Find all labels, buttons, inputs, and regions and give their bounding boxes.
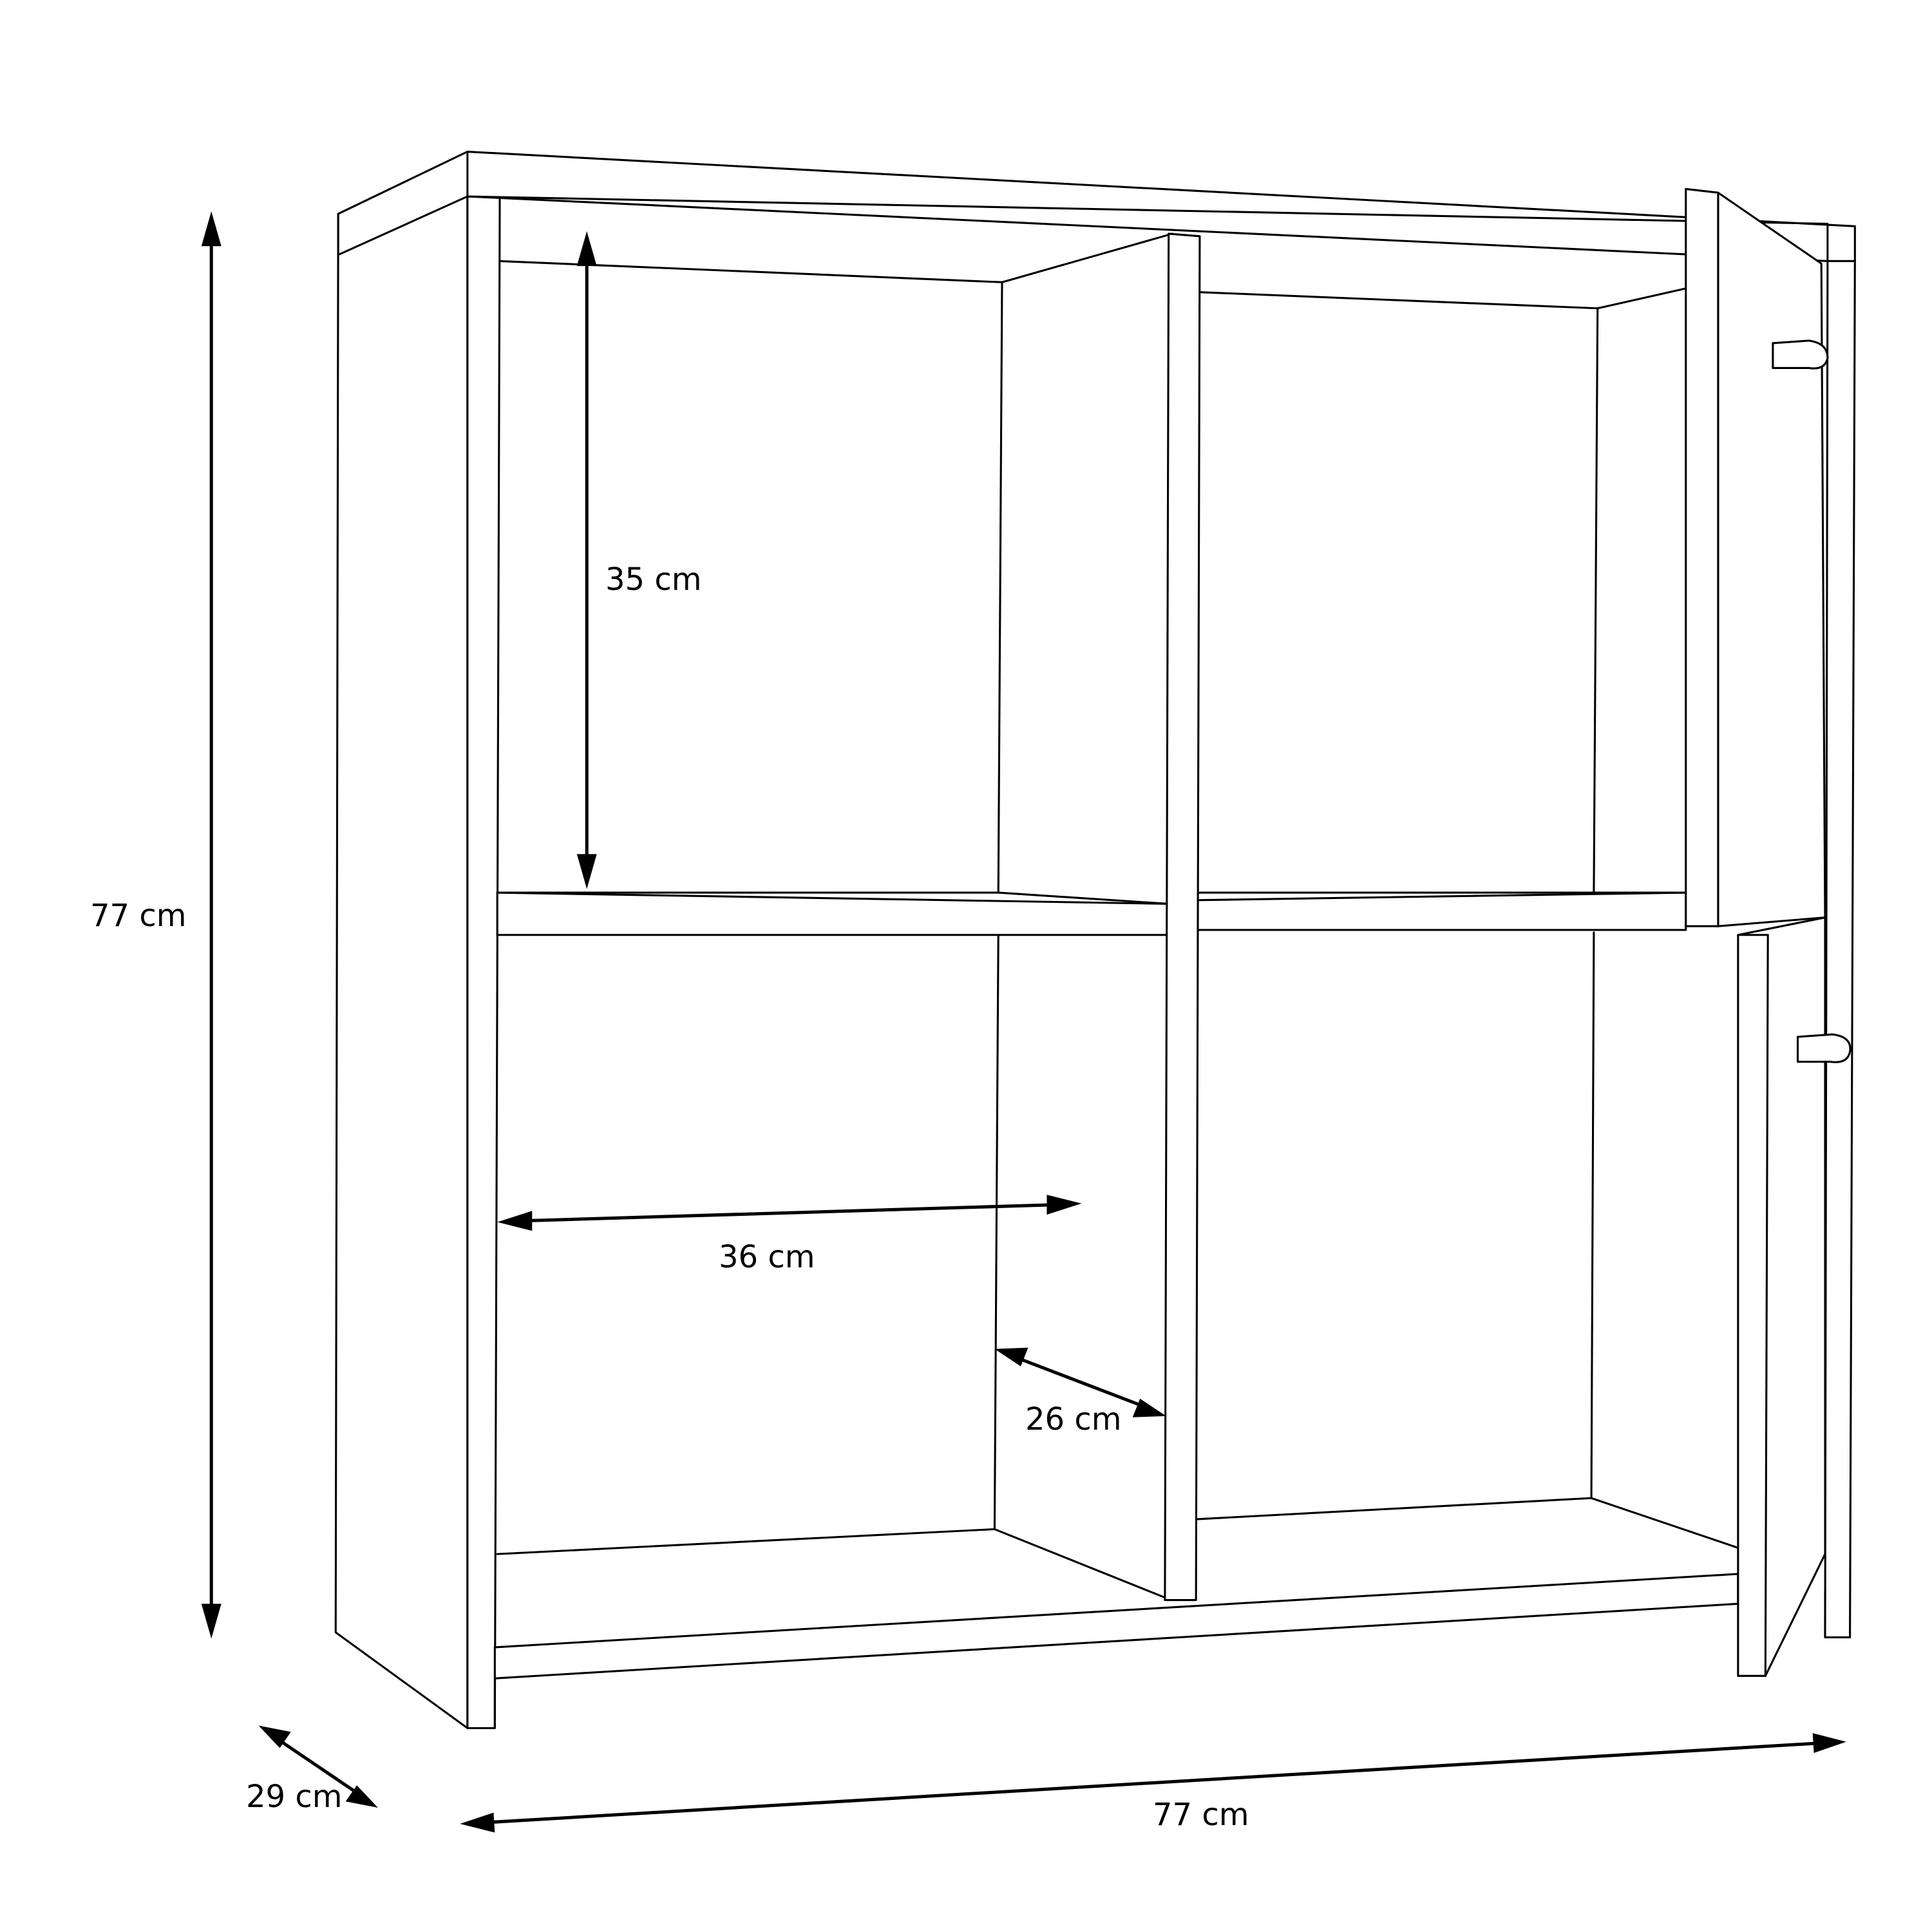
lower-door: [1737, 916, 1852, 1677]
lower-door-handle-icon: [1796, 1033, 1852, 1063]
dimension-arrow-total-depth: [258, 1725, 378, 1808]
back-panel-lines: [496, 232, 1739, 1599]
label-total-depth: 29 cm: [246, 1779, 343, 1815]
dimension-arrow-compartment-depth: [994, 1347, 1166, 1417]
bottom-panel: [493, 1573, 1739, 1729]
upper-door: [1685, 187, 1829, 927]
dimension-arrow-compartment-width: [497, 1195, 1082, 1231]
left-side-panel: [334, 195, 501, 1729]
right-side-panel: [1824, 260, 1856, 1639]
middle-shelf: [496, 891, 1687, 936]
label-compartment-height: 35 cm: [605, 562, 702, 598]
upper-door-handle-icon: [1772, 339, 1829, 370]
dimension-arrow-compartment-height: [576, 231, 597, 889]
label-compartment-width: 36 cm: [719, 1239, 815, 1275]
label-total-height: 77 cm: [90, 898, 187, 934]
dimension-arrow-total-height: [201, 211, 222, 1639]
center-divider: [1164, 232, 1201, 1602]
label-compartment-depth: 26 cm: [1025, 1401, 1122, 1437]
top-panel: [337, 150, 1856, 262]
label-total-width: 77 cm: [1153, 1797, 1249, 1833]
dimension-arrow-total-width: [460, 1733, 1846, 1833]
